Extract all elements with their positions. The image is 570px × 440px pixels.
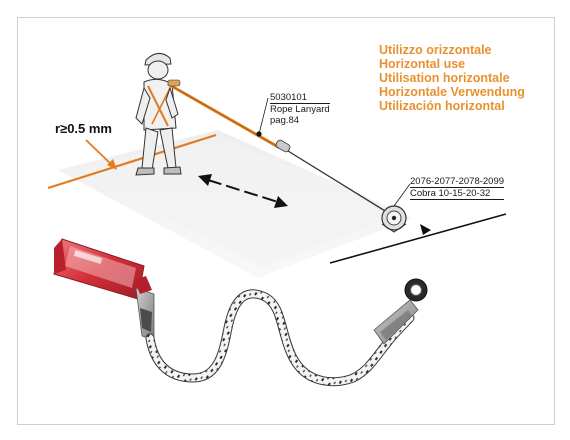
- rope-lanyard: [167, 79, 291, 153]
- title-it: Utilizzo orizzontale: [379, 43, 492, 57]
- worker-figure-icon: [135, 53, 182, 176]
- title-en: Horizontal use: [379, 57, 466, 71]
- anchor-line: [329, 213, 507, 264]
- title-es: Utilización horizontal: [379, 99, 505, 113]
- lanyard-label: 5030101 Rope Lanyard pag.84: [270, 92, 330, 126]
- shock-absorber-icon: [53, 238, 145, 300]
- rope-eye-thimble-icon: [404, 278, 428, 302]
- lanyard-code: 5030101: [270, 92, 330, 104]
- lanyard-name: Rope Lanyard: [270, 104, 330, 115]
- title-fr: Utilisation horizontale: [379, 71, 510, 85]
- double-arrow-icon: [198, 174, 288, 208]
- cobra-codes: 2076-2077-2078-2099: [410, 176, 505, 188]
- radius-pointer-arrow: [85, 139, 117, 170]
- steel-cable: [287, 150, 391, 215]
- edge-radius-label: r≥0.5 mm: [55, 121, 112, 136]
- structure-edge-line: [47, 133, 217, 190]
- usage-title-block: Utilizzo orizzontale Horizontal use Util…: [379, 43, 525, 113]
- scene-illustration: [47, 53, 507, 387]
- cobra-name: Cobra 10-15-20-32: [410, 188, 505, 200]
- cobra-label: 2076-2077-2078-2099 Cobra 10-15-20-32: [410, 176, 505, 200]
- lanyard-page: pag.84: [270, 115, 300, 126]
- title-de: Horizontale Verwendung: [379, 85, 525, 99]
- diagram-frame: Utilizzo orizzontale Horizontal use Util…: [17, 17, 555, 425]
- label-leader-lines: [258, 97, 411, 207]
- product-rope-lanyard: [53, 238, 428, 387]
